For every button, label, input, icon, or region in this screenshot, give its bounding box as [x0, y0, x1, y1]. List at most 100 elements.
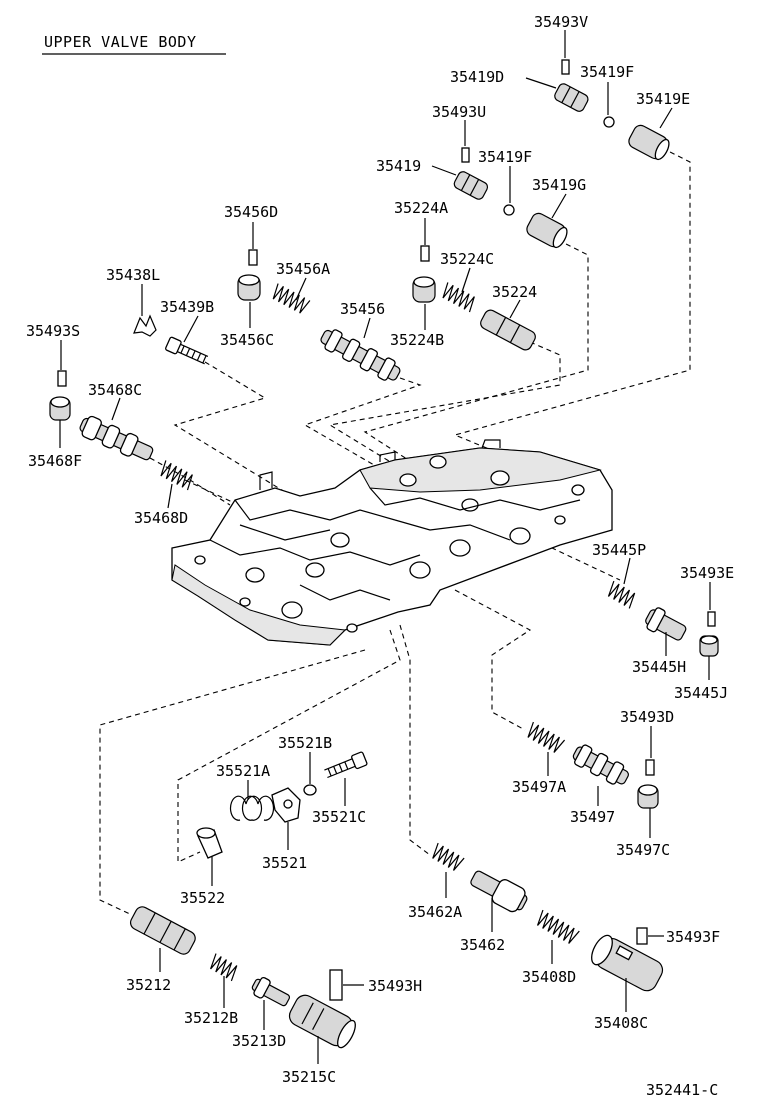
spring-35468D — [160, 460, 193, 491]
valve-body-ribs — [209, 439, 581, 601]
label-35468C: 35468C — [88, 381, 142, 399]
label-35468F: 35468F — [28, 452, 82, 470]
label-35462: 35462 — [460, 936, 505, 954]
figure-code: 352441-C — [646, 1081, 718, 1099]
pin-35493D — [645, 759, 655, 776]
label-35419G: 35419G — [532, 176, 586, 194]
solid-leader-lines — [59, 30, 711, 1064]
bolt-35521C — [324, 751, 368, 779]
plug-35419 — [453, 171, 489, 200]
pin-35493U — [461, 147, 470, 163]
plate-35521 — [271, 787, 301, 823]
clip-35438L — [133, 314, 157, 337]
spring-35462A — [432, 842, 465, 871]
label-35438L: 35438L — [106, 266, 160, 284]
label-35224A: 35224A — [394, 199, 448, 217]
spring-35224C — [442, 282, 475, 313]
label-35521: 35521 — [262, 854, 307, 872]
label-35521B: 35521B — [278, 734, 332, 752]
label-35439B: 35439B — [160, 298, 214, 316]
valve-35462 — [470, 870, 528, 913]
label-35445P: 35445P — [592, 541, 646, 559]
label-35493E: 35493E — [680, 564, 734, 582]
label-35408C: 35408C — [594, 1014, 648, 1032]
label-35497C: 35497C — [616, 841, 670, 859]
label-35493D: 35493D — [620, 708, 674, 726]
valve-35445H — [645, 607, 687, 641]
label-35224: 35224 — [492, 283, 537, 301]
sleeve-35522 — [196, 827, 223, 859]
pin-35493F — [636, 927, 648, 945]
valve-35213D — [251, 977, 291, 1007]
label-35493U: 35493U — [432, 103, 486, 121]
pin-35493S — [57, 370, 67, 387]
label-35215C: 35215C — [282, 1068, 336, 1086]
valve-35212 — [129, 906, 196, 955]
sleeve-35419E — [628, 124, 670, 161]
label-35462A: 35462A — [408, 903, 462, 921]
label-35497: 35497 — [570, 808, 615, 826]
label-35468D: 35468D — [134, 509, 188, 527]
valve-35456 — [320, 329, 401, 381]
spring-35521A — [229, 795, 275, 821]
spring-35456A — [272, 283, 311, 314]
label-35521C: 35521C — [312, 808, 366, 826]
label-35493S: 35493S — [26, 322, 80, 340]
label-35419E: 35419E — [636, 90, 690, 108]
dashed-leader-lines — [99, 147, 691, 916]
label-35493H: 35493H — [368, 977, 422, 995]
pin-35493E — [707, 611, 716, 627]
plug-35224B — [412, 276, 436, 303]
bolt-35439B — [165, 336, 209, 365]
sleeve-35408C — [591, 934, 664, 992]
label-35224C: 35224C — [440, 250, 494, 268]
label-35493F: 35493F — [666, 928, 720, 946]
spring-35445P — [607, 580, 636, 609]
diagram-title: UPPER VALVE BODY — [44, 33, 197, 51]
spring-35408D — [536, 909, 580, 944]
plug-35497C — [637, 784, 659, 809]
label-35224B: 35224B — [390, 331, 444, 349]
pin-35456D — [248, 249, 258, 266]
part-shapes — [49, 59, 719, 1049]
label-35456A: 35456A — [276, 260, 330, 278]
plug-35468F — [49, 396, 71, 421]
label-35408D: 35408D — [522, 968, 576, 986]
valve-35468C — [79, 415, 154, 461]
label-35497A: 35497A — [512, 778, 566, 796]
ball-35419F-top — [603, 116, 615, 128]
label-35419F-mid: 35419F — [478, 148, 532, 166]
sleeve-35215C — [288, 994, 356, 1049]
label-35212B: 35212B — [184, 1009, 238, 1027]
label-35213D: 35213D — [232, 1032, 286, 1050]
valve-35497 — [572, 744, 629, 785]
valve-bores — [194, 455, 585, 633]
sleeve-35419G — [526, 212, 568, 249]
label-35445H: 35445H — [632, 658, 686, 676]
label-35419: 35419 — [376, 157, 421, 175]
plug-35456C — [237, 274, 261, 301]
label-35419D: 35419D — [450, 68, 504, 86]
plug-35419D — [554, 83, 589, 112]
label-35212: 35212 — [126, 976, 171, 994]
pin-35493H — [329, 969, 343, 1001]
label-35493V: 35493V — [534, 13, 588, 31]
valve-35224 — [480, 309, 536, 351]
spring-35212B — [210, 953, 238, 982]
label-35456D: 35456D — [224, 203, 278, 221]
label-35456: 35456 — [340, 300, 385, 318]
spring-35497A — [527, 721, 566, 753]
upper-valve-body — [171, 439, 613, 646]
label-35445J: 35445J — [674, 684, 728, 702]
plug-35445J — [699, 635, 719, 657]
pin-35224A — [420, 245, 430, 262]
label-35419F-top: 35419F — [580, 63, 634, 81]
ball-35419F-mid — [503, 204, 515, 216]
pin-35493V — [561, 59, 570, 75]
part-labels: 35493V 35419D 35419F 35419E 35493U 35419… — [26, 13, 734, 1086]
washer-35521B — [303, 784, 317, 796]
label-35521A: 35521A — [216, 762, 270, 780]
label-35456C: 35456C — [220, 331, 274, 349]
label-35522: 35522 — [180, 889, 225, 907]
